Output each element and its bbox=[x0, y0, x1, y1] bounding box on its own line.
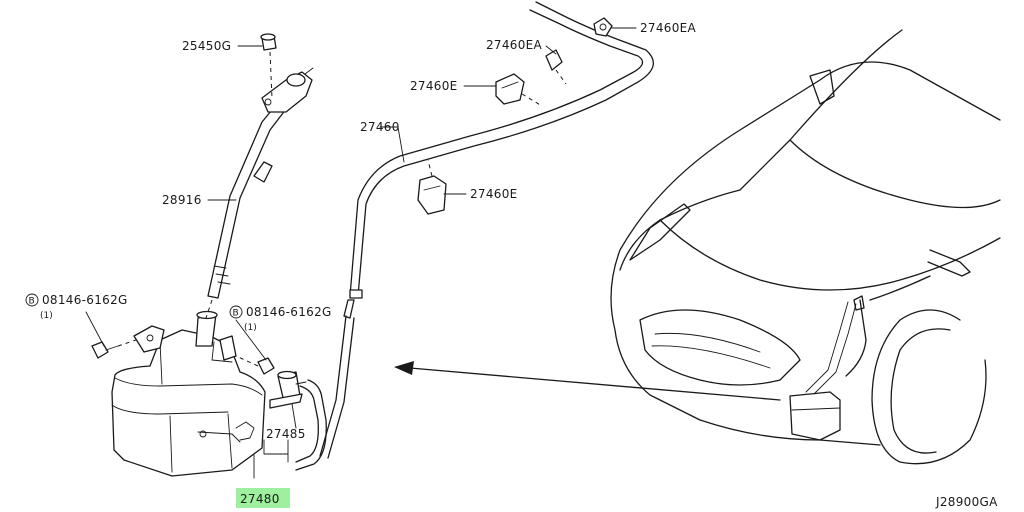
callout-bolt-right: B 08146-6162G (1) bbox=[229, 305, 332, 333]
clip-27460e-upper bbox=[495, 73, 543, 107]
clip-27460ea-mid bbox=[545, 49, 567, 85]
label-27460ea-top: 27460EA bbox=[640, 21, 697, 35]
bolt-right bbox=[235, 355, 275, 375]
label-27460ea-mid: 27460EA bbox=[486, 38, 543, 52]
callout-27480: 27480 bbox=[236, 488, 290, 508]
qty-bolt-right: (1) bbox=[244, 323, 257, 333]
washer-pump bbox=[269, 370, 307, 409]
label-28916: 28916 bbox=[162, 193, 202, 207]
highlight-27480 bbox=[236, 488, 290, 508]
label-bolt-left: 08146-6162G bbox=[42, 293, 128, 307]
arrow bbox=[394, 361, 781, 401]
label-27460e-lower: 27460E bbox=[470, 187, 518, 201]
qty-bolt-left: (1) bbox=[40, 311, 53, 321]
vehicle-front bbox=[610, 29, 1001, 465]
label-25450g: 25450G bbox=[182, 39, 231, 53]
clip-27460ea-top bbox=[593, 17, 613, 37]
bolt-left bbox=[91, 339, 137, 359]
washer-tank bbox=[111, 325, 266, 477]
label-27485: 27485 bbox=[266, 427, 306, 441]
label-27480: 27480 bbox=[240, 492, 280, 506]
clip-25450g bbox=[260, 33, 277, 99]
filler-tube-28916 bbox=[205, 87, 297, 319]
diagram-code: J28900GA bbox=[935, 495, 998, 509]
label-27460e-upper: 27460E bbox=[410, 79, 458, 93]
callout-bolt-left: B 08146-6162G (1) bbox=[25, 293, 128, 321]
leader-lines bbox=[85, 27, 637, 479]
label-27460: 27460 bbox=[360, 120, 400, 134]
label-bolt-right: 08146-6162G bbox=[246, 305, 332, 319]
bolt-symbol-left: B bbox=[29, 297, 35, 307]
clip-27460e-lower bbox=[417, 159, 447, 215]
bolt-symbol-right: B bbox=[233, 309, 239, 319]
tank-filler-neck bbox=[195, 310, 218, 347]
washer-hose-27460 bbox=[295, 1, 654, 471]
filler-cap bbox=[261, 67, 314, 113]
